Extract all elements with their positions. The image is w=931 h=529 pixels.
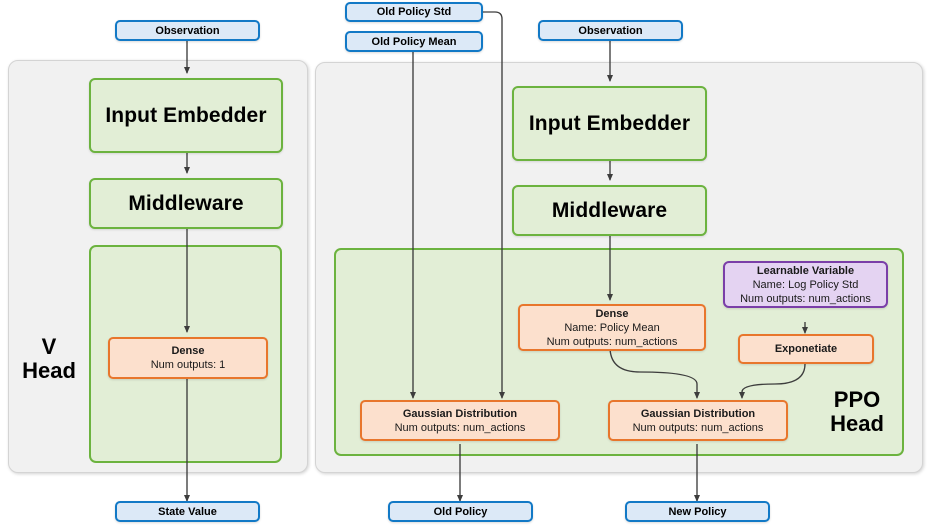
ppo-head-label-line1: PPO (833, 387, 881, 412)
io-old-policy[interactable]: Old Policy (388, 501, 533, 522)
ppo-head-gaussian-old[interactable]: Gaussian Distribution Num outputs: num_a… (360, 400, 560, 441)
v-head-dense-title: Dense (171, 345, 205, 357)
gaussian-new-title: Gaussian Distribution (640, 407, 756, 420)
ppo-head-label: PPO Head (812, 388, 902, 436)
ppo-head-input-embedder[interactable]: Input Embedder (512, 86, 707, 161)
v-head-input-embedder-label: Input Embedder (105, 103, 267, 127)
gaussian-new-num-outputs: Num outputs: num_actions (632, 421, 764, 434)
v-head-dense-num-outputs: Num outputs: 1 (150, 359, 226, 371)
ppo-head-dense-policy-mean[interactable]: Dense Name: Policy Mean Num outputs: num… (518, 304, 706, 351)
v-head-input-embedder[interactable]: Input Embedder (89, 78, 283, 153)
ppo-head-middleware-label: Middleware (551, 198, 668, 222)
ppo-head-input-embedder-label: Input Embedder (528, 111, 691, 135)
ppo-head-label-line2: Head (830, 410, 884, 436)
io-observation-right[interactable]: Observation (538, 20, 683, 41)
ppo-head-gaussian-new[interactable]: Gaussian Distribution Num outputs: num_a… (608, 400, 788, 441)
gaussian-old-title: Gaussian Distribution (402, 407, 518, 420)
learnable-variable-name: Name: Log Policy Std (752, 278, 859, 291)
exponetiate-label: Exponetiate (774, 343, 838, 355)
learnable-variable-num-outputs: Num outputs: num_actions (740, 292, 871, 305)
learnable-variable-title: Learnable Variable (756, 264, 855, 277)
io-old-policy-std[interactable]: Old Policy Std (345, 2, 483, 22)
gaussian-old-num-outputs: Num outputs: num_actions (394, 421, 526, 434)
ppo-head-middleware[interactable]: Middleware (512, 185, 707, 236)
ppo-head-dense-name: Name: Policy Mean (564, 321, 660, 334)
ppo-head-exponetiate[interactable]: Exponetiate (738, 334, 874, 364)
v-head-middleware-label: Middleware (128, 191, 244, 215)
ppo-head-dense-num-outputs: Num outputs: num_actions (546, 335, 678, 348)
v-head-label: V Head (10, 335, 88, 383)
ppo-head-dense-title: Dense (595, 307, 629, 320)
io-observation-left[interactable]: Observation (115, 20, 260, 41)
io-old-policy-mean[interactable]: Old Policy Mean (345, 31, 483, 52)
v-head-label-line2: Head (22, 357, 76, 383)
ppo-head-learnable-variable[interactable]: Learnable Variable Name: Log Policy Std … (723, 261, 888, 308)
v-head-label-line1: V (41, 334, 57, 359)
io-new-policy[interactable]: New Policy (625, 501, 770, 522)
v-head-dense[interactable]: Dense Num outputs: 1 (108, 337, 268, 379)
v-head-middleware[interactable]: Middleware (89, 178, 283, 229)
io-state-value[interactable]: State Value (115, 501, 260, 522)
